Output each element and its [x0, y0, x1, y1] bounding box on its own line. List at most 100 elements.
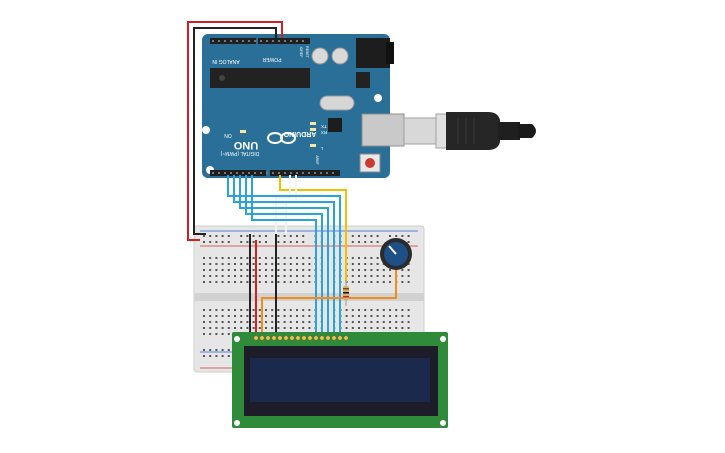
- breadboard-hole: [382, 281, 385, 283]
- breadboard-hole: [358, 263, 360, 265]
- breadboard-hole: [252, 275, 255, 277]
- wire-blue-d4[interactable]: [233, 175, 335, 334]
- resistor-icon[interactable]: [343, 280, 349, 306]
- breadboard-hole: [203, 333, 205, 335]
- header-pin[interactable]: [212, 172, 214, 174]
- digital-header-label: DIGITAL (PWM~): [220, 150, 259, 156]
- breadboard-hole: [389, 235, 391, 237]
- header-pin[interactable]: [218, 172, 220, 174]
- header-pin[interactable]: [278, 40, 280, 42]
- header-pin[interactable]: [212, 40, 214, 42]
- header-pin[interactable]: [296, 172, 298, 174]
- lcd-pin[interactable]: [313, 335, 319, 341]
- wire-blue-d5[interactable]: [227, 175, 341, 334]
- lcd-pin[interactable]: [277, 335, 283, 341]
- header-pin[interactable]: [236, 40, 238, 42]
- breadboard-hole: [376, 241, 379, 243]
- lcd-pin[interactable]: [325, 335, 331, 341]
- header-pin[interactable]: [248, 172, 250, 174]
- breadboard-hole: [240, 235, 243, 237]
- header-pin[interactable]: [230, 40, 232, 42]
- header-pin[interactable]: [266, 172, 268, 174]
- header-pin[interactable]: [248, 40, 250, 42]
- lcd-pin[interactable]: [253, 335, 259, 341]
- breadboard-hole: [227, 309, 230, 311]
- capacitor: [311, 47, 329, 65]
- lcd-pin[interactable]: [307, 335, 313, 341]
- lcd-pin[interactable]: [301, 335, 307, 341]
- header-pin[interactable]: [272, 40, 274, 42]
- breadboard-hole: [296, 235, 298, 237]
- header-pin[interactable]: [242, 40, 244, 42]
- header-pin[interactable]: [242, 172, 244, 174]
- lcd-pin[interactable]: [295, 335, 301, 341]
- header-pin[interactable]: [296, 40, 298, 42]
- header-pin[interactable]: [308, 172, 310, 174]
- wire-5v-red[interactable]: [187, 21, 283, 241]
- header-pin[interactable]: [260, 172, 262, 174]
- arduino-uno-board[interactable]: ARDUINO UNO POWER ANALOG IN DIGITAL (PWM…: [202, 34, 405, 178]
- digital-header-high[interactable]: [270, 170, 340, 176]
- header-pin[interactable]: [272, 172, 274, 174]
- wire-blue-d2[interactable]: [245, 175, 323, 334]
- header-pin[interactable]: [332, 172, 334, 174]
- lcd-pin[interactable]: [265, 335, 271, 341]
- header-pin[interactable]: [326, 172, 328, 174]
- header-pin[interactable]: [290, 40, 292, 42]
- header-pin[interactable]: [266, 40, 268, 42]
- analog-header[interactable]: [210, 38, 256, 44]
- lcd-pin[interactable]: [259, 335, 265, 341]
- mounting-hole: [202, 126, 210, 134]
- breadboard-hole: [283, 315, 286, 317]
- header-pin[interactable]: [224, 40, 226, 42]
- header-pin[interactable]: [254, 172, 256, 174]
- breadboard-hole: [401, 275, 404, 277]
- lcd-pin-row[interactable]: [253, 335, 349, 341]
- breadboard-hole: [209, 281, 212, 283]
- header-pin[interactable]: [278, 172, 280, 174]
- breadboard-hole: [265, 241, 267, 243]
- breadboard-hole: [370, 315, 373, 317]
- breadboard-hole: [382, 275, 385, 277]
- lcd-pin[interactable]: [337, 335, 343, 341]
- potentiometer-icon[interactable]: [380, 238, 412, 270]
- lcd-16x2-display[interactable]: [232, 332, 448, 428]
- breadboard-hole: [221, 309, 224, 311]
- header-pin[interactable]: [254, 40, 256, 42]
- lcd-pin[interactable]: [271, 335, 277, 341]
- header-pin[interactable]: [284, 40, 286, 42]
- header-pin[interactable]: [230, 172, 232, 174]
- reset-button-icon[interactable]: [359, 153, 381, 173]
- header-pin[interactable]: [302, 40, 304, 42]
- breadboard-hole: [358, 315, 360, 317]
- wire-orange-contrast[interactable]: [261, 262, 397, 334]
- arduino-pin-headers[interactable]: [210, 38, 340, 176]
- lcd-pin[interactable]: [319, 335, 325, 341]
- header-pin[interactable]: [260, 40, 262, 42]
- header-pin[interactable]: [290, 172, 292, 174]
- lcd-pin[interactable]: [283, 335, 289, 341]
- lcd-pin[interactable]: [331, 335, 337, 341]
- header-pin[interactable]: [314, 172, 316, 174]
- breadboard-hole: [370, 309, 373, 311]
- wire-gnd-black[interactable]: [193, 27, 277, 235]
- header-pin[interactable]: [284, 172, 286, 174]
- lcd-pin[interactable]: [343, 335, 349, 341]
- breadboard-hole: [364, 321, 367, 323]
- breadboard-hole: [277, 241, 280, 243]
- header-pin[interactable]: [218, 40, 220, 42]
- wire-blue-en[interactable]: [251, 175, 317, 334]
- header-pin[interactable]: [236, 172, 238, 174]
- wire-yellow[interactable]: [279, 175, 347, 282]
- breadboard-hole: [221, 321, 224, 323]
- lcd-pin[interactable]: [289, 335, 295, 341]
- breadboard-hole: [203, 349, 205, 351]
- wire-blue-d3[interactable]: [239, 175, 329, 334]
- header-pin[interactable]: [302, 172, 304, 174]
- header-pin[interactable]: [320, 172, 322, 174]
- usb-b-cable-icon[interactable]: [403, 112, 536, 150]
- wire-white[interactable]: [275, 175, 291, 234]
- wires[interactable]: [187, 21, 397, 334]
- header-pin[interactable]: [224, 172, 226, 174]
